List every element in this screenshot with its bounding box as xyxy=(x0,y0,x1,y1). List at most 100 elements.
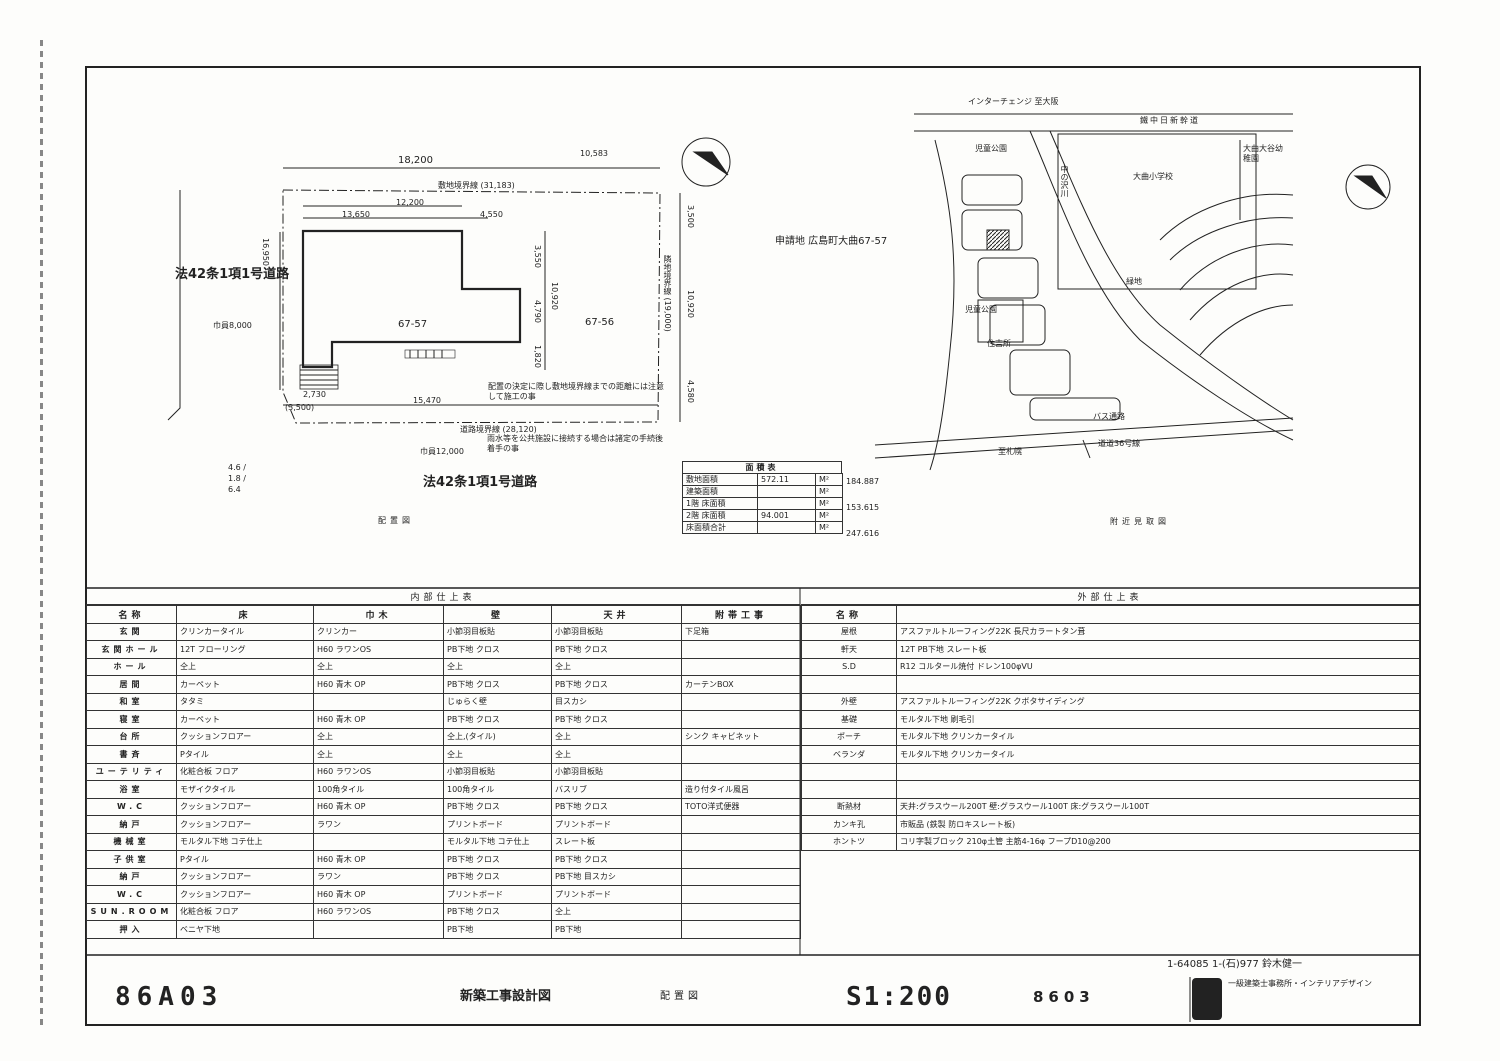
map-to-sapporo: 至札幌 xyxy=(998,447,1022,456)
interior-header-cell: 名称 xyxy=(86,605,177,624)
part-name-cell: 屋根 xyxy=(801,622,897,641)
table-row: ホントツコリ字製ブロック 210φ土管 主筋4-16φ フープD10@200 xyxy=(801,832,1420,851)
sheet-name: 配置図 xyxy=(660,991,702,1002)
finish-cell: 仝上 xyxy=(176,657,314,676)
dim-right-3500: 3,500 xyxy=(686,205,695,228)
map-railway: 鐵中日新幹道 xyxy=(1140,116,1200,125)
exterior-header-blank xyxy=(896,605,1420,624)
dim-2730: 2,730 xyxy=(303,390,326,399)
area-table-title: 面積表 xyxy=(682,461,842,473)
map-title: 附近見取図 xyxy=(1110,517,1170,526)
part-name-cell xyxy=(801,675,897,694)
interior-header-cell: 天井 xyxy=(551,605,682,624)
table-row: 和室タタミ じゅらく壁目スカシ xyxy=(86,692,801,711)
table-row xyxy=(801,675,1420,694)
table-row: ポーチモルタル下地 クリンカータイル xyxy=(801,727,1420,746)
room-name-cell: SUN.ROOM xyxy=(86,902,177,921)
finish-cell: タタミ xyxy=(176,692,314,711)
map-site-label: 申請地 広島町大曲67-57 xyxy=(775,236,888,247)
finish-cell: じゅらく壁 xyxy=(443,692,552,711)
drawing-number: 86A03 xyxy=(115,982,224,1012)
finish-cell xyxy=(681,710,801,729)
finish-cell xyxy=(681,745,801,764)
spec-cell: 12T PB下地 スレート板 xyxy=(896,640,1420,659)
room-name-cell: ホール xyxy=(86,657,177,676)
room-name-cell: 和室 xyxy=(86,692,177,711)
interior-finish-table: 名称床巾木壁天井附帯工事玄関クリンカータイルクリンカー小節羽目板貼小節羽目板貼下… xyxy=(86,605,801,939)
spec-cell: モルタル下地 クリンカータイル xyxy=(896,727,1420,746)
finish-cell: 仝上 xyxy=(443,657,552,676)
dim-bottom-15470: 15,470 xyxy=(413,396,441,405)
finish-cell: モルタル下地 コテ仕上 xyxy=(176,832,314,851)
finish-cell: 小節羽目板貼 xyxy=(443,622,552,641)
finish-cell xyxy=(313,920,444,939)
interior-header-cell: 附帯工事 xyxy=(681,605,801,624)
finish-cell xyxy=(681,692,801,711)
exterior-header-cell: 名称 xyxy=(801,605,897,624)
finish-cell: PB下地 クロス xyxy=(443,797,552,816)
finish-cell: H60 ラワンOS xyxy=(313,640,444,659)
road-left-width: 巾員8,000 xyxy=(213,321,252,330)
finish-cell: PB下地 xyxy=(551,920,682,939)
part-name-cell: ホントツ xyxy=(801,832,897,851)
finish-cell: 下足箱 xyxy=(681,622,801,641)
dim-inner-3550: 3,550 xyxy=(533,245,542,268)
finish-cell: カーテンBOX xyxy=(681,675,801,694)
dim-12200: 12,200 xyxy=(396,198,424,207)
table-row: 基礎モルタル下地 刷毛引 xyxy=(801,710,1420,729)
room-name-cell: 寝室 xyxy=(86,710,177,729)
room-name-cell: 浴室 xyxy=(86,780,177,799)
spec-cell: モルタル下地 刷毛引 xyxy=(896,710,1420,729)
finish-cell xyxy=(681,657,801,676)
finish-cell: 100角タイル xyxy=(443,780,552,799)
spec-cell xyxy=(896,675,1420,694)
map-park-1: 児童公園 xyxy=(975,144,1007,153)
table-row: 外壁アスファルトルーフィング22K クボタサイディング xyxy=(801,692,1420,711)
finish-cell: プリントボード xyxy=(551,815,682,834)
finish-cell: 100角タイル xyxy=(313,780,444,799)
finish-cell: 仝上,(タイル) xyxy=(443,727,552,746)
finish-cell xyxy=(681,867,801,886)
table-row xyxy=(801,762,1420,781)
finish-cell: 小節羽目板貼 xyxy=(551,762,682,781)
road-bottom-width: 巾員12,000 xyxy=(420,447,464,456)
interior-header-cell: 巾木 xyxy=(313,605,444,624)
finish-cell: Pタイル xyxy=(176,745,314,764)
finish-cell: 目スカシ xyxy=(551,692,682,711)
table-row: 断熱材天井:グラスウール200T 壁:グラスウール100T 床:グラスウール10… xyxy=(801,797,1420,816)
map-green: 緑地 xyxy=(1126,277,1142,286)
finish-cell: TOTO洋式便器 xyxy=(681,797,801,816)
room-name-cell: 納戸 xyxy=(86,867,177,886)
table-row: 玄関クリンカータイルクリンカー小節羽目板貼小節羽目板貼下足箱 xyxy=(86,622,801,641)
finish-cell: H60 青木 OP xyxy=(313,850,444,869)
table-row: カンキ孔市販品 (鉄製 防ロキスレート板) xyxy=(801,815,1420,834)
finish-cell: Pタイル xyxy=(176,850,314,869)
dim-13650: 13,650 xyxy=(342,210,370,219)
finish-cell: H60 青木 OP xyxy=(313,710,444,729)
dim-bottom-boundary: 道路境界線 (28,120) xyxy=(460,425,537,434)
lot-67-57: 67-57 xyxy=(398,319,428,330)
interior-table-title: 内部仕上表 xyxy=(86,590,800,605)
finish-cell: 仝上 xyxy=(551,657,682,676)
room-name-cell: 機械室 xyxy=(86,832,177,851)
finish-cell: クッションフロアー xyxy=(176,797,314,816)
finish-cell: H60 青木 OP xyxy=(313,675,444,694)
part-name-cell: 基礎 xyxy=(801,710,897,729)
area-note-3: 153.615 xyxy=(846,503,880,512)
finish-cell: PB下地 クロス xyxy=(443,867,552,886)
dim-inner-10920: 10,920 xyxy=(550,282,559,310)
part-name-cell: 断熱材 xyxy=(801,797,897,816)
table-row: 屋根アスファルトルーフィング22K 長尺カラートタン葺 xyxy=(801,622,1420,641)
finish-cell xyxy=(313,832,444,851)
finish-cell: プリントボード xyxy=(443,815,552,834)
spec-cell xyxy=(896,762,1420,781)
